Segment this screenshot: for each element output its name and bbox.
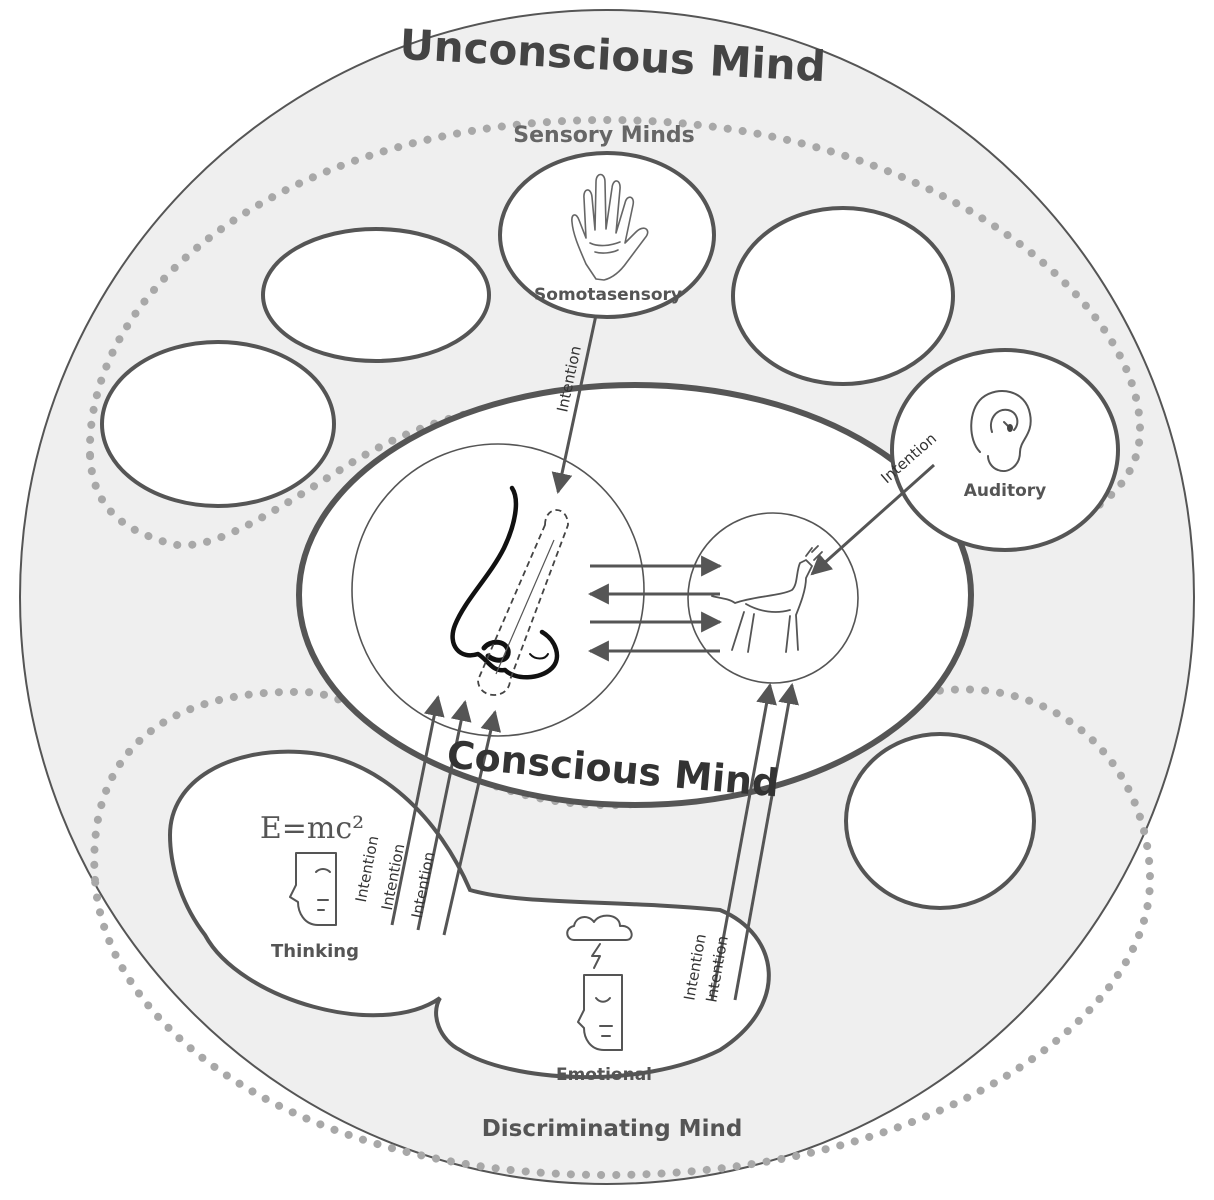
arrow-emotional-to-dog-1 (710, 682, 777, 1001)
nasal-airflow-line (495, 539, 555, 675)
auditory-oval (890, 348, 1120, 552)
intention-arrows (390, 314, 935, 1001)
discriminating-mind-region (90, 685, 1155, 1180)
hand-icon (571, 173, 649, 281)
storm-cloud-icon (566, 914, 633, 969)
thinking-emotional-cloud (167, 749, 771, 1080)
auditory-label: Auditory (964, 481, 1047, 501)
nose-icon (450, 485, 560, 680)
arrow-thinking-to-nose-1 (390, 694, 445, 926)
nasal-passage-outline (477, 509, 569, 696)
arrow-emotional-to-dog-2 (733, 682, 799, 1001)
formula-label: E=mc² (260, 811, 364, 846)
dog-circle (687, 512, 859, 684)
bidirectional-arrows (587, 555, 723, 662)
somatosensory-label: Somotasensory (534, 285, 682, 305)
sensory-oval-empty-upper-left (261, 227, 491, 363)
arrow-auditory-to-dog (810, 463, 935, 576)
sensory-oval-empty-upper-right (731, 206, 955, 386)
emotional-label: Emotional (556, 1065, 652, 1085)
sensory-oval-empty-left (100, 340, 336, 508)
sensory-minds-label: Sensory Minds (513, 123, 694, 148)
ear-canal (1007, 424, 1013, 432)
arrow-somatosensory-to-nose (551, 314, 598, 495)
discriminating-mind-label: Discriminating Mind (482, 1116, 743, 1142)
arrow-thinking-to-nose-2 (416, 699, 472, 931)
nose-circle (351, 443, 645, 737)
arrow-thinking-to-nose-3 (442, 709, 502, 936)
emotional-face-icon (577, 974, 623, 1051)
discriminating-oval-empty-right (844, 732, 1036, 910)
thinking-face-icon (289, 852, 337, 926)
thinking-label: Thinking (271, 941, 359, 962)
somatosensory-oval (498, 151, 716, 319)
